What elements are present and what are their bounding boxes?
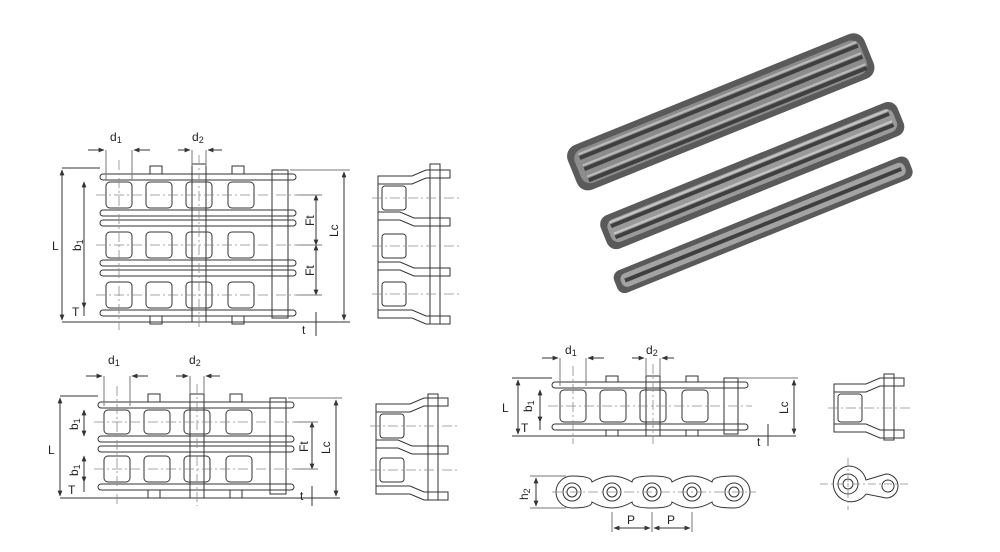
triplex-t-label: t [302,323,306,337]
triplex-T-label: T [72,305,80,319]
duplex-Ft-label: Ft [297,441,311,452]
duplex-b1-lower-label: b1 [67,464,82,476]
triplex-b1-label: b1 [70,239,85,251]
simplex-d2-label: d2 [646,343,658,358]
duplex-T-label: T [68,483,76,497]
simplex-top-view [512,355,798,446]
triplex-Ft-lower-label: Ft [303,265,317,276]
simplex-b1-label: b1 [521,400,536,412]
triplex-top-view [59,147,350,336]
duplex-Lc-label: Lc [319,441,333,454]
triplex-centerlines [96,155,300,330]
duplex-b1-upper-label: b1 [67,418,82,430]
duplex-d1-label: d1 [108,353,120,368]
simplex-Lc-label: Lc [777,401,791,414]
duplex-t-label: t [300,489,304,503]
duplex-centerlines [94,384,298,506]
triplex-d1-label: d1 [110,130,122,145]
duplex-side-centerlines [370,425,458,471]
triplex-Lc-label: Lc [327,224,341,237]
simplex-side-profile [833,373,905,441]
triplex-d2-label: d2 [192,130,204,145]
triplex-side-centerlines [372,197,460,295]
triplex-Ft-upper-label: Ft [303,215,317,226]
simplex-t-label: t [757,435,761,449]
duplex-side-profile [375,393,449,501]
simplex-P-left-label: P [627,513,635,527]
simplex-T-label: T [521,421,529,435]
simplex-link-centerlines [820,458,910,510]
triplex-L-label: L [52,239,59,253]
simplex-L-label: L [502,401,509,415]
triplex-side-profile [377,163,451,325]
duplex-d2-label: d2 [189,353,201,368]
simplex-P-right-label: P [667,513,675,527]
simplex-h2-label: h2 [517,488,532,500]
simplex-chain-elevation [530,475,751,532]
simplex-d1-label: d1 [565,343,577,358]
duplex-top-view [57,373,342,506]
chain-product-photo [567,33,913,294]
duplex-L-label: L [48,443,55,457]
simplex-centerlines [548,364,752,444]
